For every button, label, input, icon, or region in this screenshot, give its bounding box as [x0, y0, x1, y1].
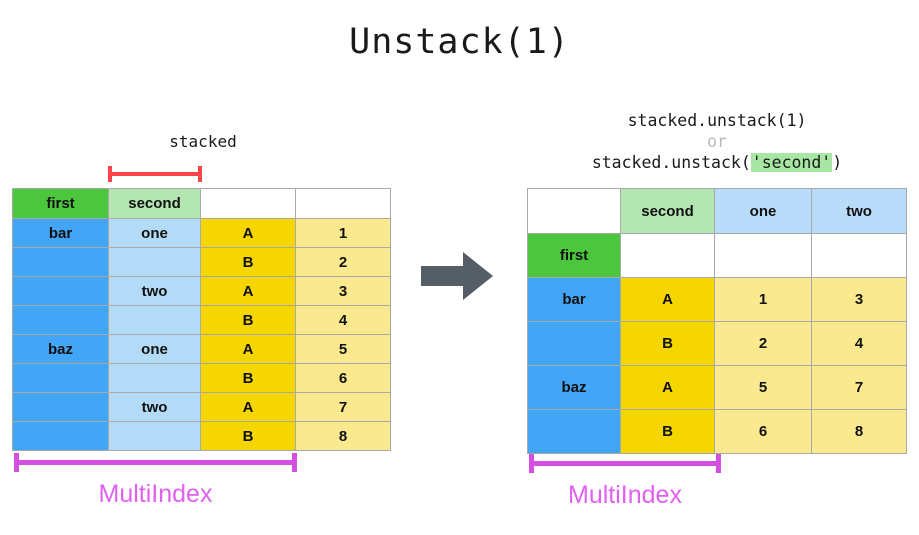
page-title: Unstack(1) [349, 22, 570, 62]
cell-first [527, 409, 621, 454]
second-column-bracket-cap-left [108, 166, 112, 182]
cell-second [108, 305, 201, 335]
table-row: two A 3 [12, 276, 391, 306]
cell-value: 5 [295, 334, 391, 364]
cell-second [108, 247, 201, 277]
cell-value: 1 [295, 218, 391, 248]
table-row: B 2 4 [527, 321, 907, 366]
cell-value-two: 8 [811, 409, 907, 454]
table-row: B 6 [12, 363, 391, 393]
header-second: second [620, 188, 715, 234]
cell-value-one: 1 [714, 277, 812, 322]
cell-letter: A [200, 334, 296, 364]
left-multiindex-bracket-cap-left [14, 453, 19, 472]
cell-second [108, 421, 201, 451]
left-multiindex-bracket-line [14, 460, 297, 465]
caption-unstack-name: stacked.unstack('second') [527, 152, 907, 173]
cell-second: one [108, 218, 201, 248]
cell-first [12, 276, 109, 306]
cell-letter: A [200, 218, 296, 248]
cell-letter: B [200, 247, 296, 277]
cell-value-one: 2 [714, 321, 812, 366]
left-table-caption: stacked [169, 132, 237, 151]
header-second: second [108, 188, 201, 219]
cell-value: 4 [295, 305, 391, 335]
cell-letter: B [200, 363, 296, 393]
cell-first [12, 247, 109, 277]
cell-value: 3 [295, 276, 391, 306]
cell-value: 7 [295, 392, 391, 422]
table-row: B 8 [12, 421, 391, 451]
cell-first [12, 363, 109, 393]
cell-first: baz [12, 334, 109, 364]
cell-second: two [108, 276, 201, 306]
header-blank-2 [295, 188, 391, 219]
cell-value: 2 [295, 247, 391, 277]
cell-letter: B [200, 421, 296, 451]
cell-first [12, 421, 109, 451]
cell-first: baz [527, 365, 621, 410]
cell-letter: B [620, 321, 715, 366]
header-col-one: one [714, 188, 812, 234]
unstacked-table: second one two first bar A 1 3 B 2 4 baz… [527, 188, 907, 454]
table-row: two A 7 [12, 392, 391, 422]
cell-letter: A [620, 277, 715, 322]
header-first: first [12, 188, 109, 219]
cell-value-one: 6 [714, 409, 812, 454]
cell-first: bar [527, 277, 621, 322]
cell-first [527, 321, 621, 366]
table-header-row-2: first [527, 233, 907, 278]
cell-second [108, 363, 201, 393]
table-row: baz one A 5 [12, 334, 391, 364]
caption-unstack-index: stacked.unstack(1) [627, 111, 807, 130]
caption-arg-second: 'second' [750, 153, 833, 172]
right-arrow-icon [421, 252, 493, 300]
header-blank-2 [620, 233, 715, 278]
table-row: B 4 [12, 305, 391, 335]
left-multiindex-label: MultiIndex [98, 480, 213, 508]
cell-value-two: 3 [811, 277, 907, 322]
cell-value-one: 5 [714, 365, 812, 410]
right-multiindex-bracket-line [529, 461, 721, 466]
cell-value: 6 [295, 363, 391, 393]
cell-letter: B [620, 409, 715, 454]
table-row: baz A 5 7 [527, 365, 907, 410]
second-column-highlight-bracket [110, 172, 200, 176]
right-multiindex-bracket-cap-left [529, 454, 534, 473]
cell-first [12, 305, 109, 335]
table-header-row-1: second one two [527, 188, 907, 234]
cell-value-two: 4 [811, 321, 907, 366]
cell-letter: A [200, 276, 296, 306]
cell-second: two [108, 392, 201, 422]
cell-first [12, 392, 109, 422]
cell-first: bar [12, 218, 109, 248]
right-table-caption: stacked.unstack(1) or stacked.unstack('s… [527, 110, 907, 173]
cell-value: 8 [295, 421, 391, 451]
stacked-table: first second bar one A 1 B 2 two A 3 B [12, 188, 391, 451]
second-column-bracket-cap-right [198, 166, 202, 182]
cell-letter: B [200, 305, 296, 335]
caption-or: or [707, 132, 727, 151]
table-row: B 2 [12, 247, 391, 277]
caption-suffix: ) [832, 153, 843, 172]
table-row: bar one A 1 [12, 218, 391, 248]
header-blank [527, 188, 621, 234]
header-first: first [527, 233, 621, 278]
right-multiindex-label: MultiIndex [568, 481, 682, 509]
left-multiindex-bracket-cap-right [292, 453, 297, 472]
cell-second: one [108, 334, 201, 364]
table-row: bar A 1 3 [527, 277, 907, 322]
cell-letter: A [620, 365, 715, 410]
header-blank-3 [714, 233, 812, 278]
cell-letter: A [200, 392, 296, 422]
table-header-row: first second [12, 188, 391, 219]
caption-prefix: stacked.unstack( [591, 153, 751, 172]
header-blank-4 [811, 233, 907, 278]
right-multiindex-bracket-cap-right [716, 454, 721, 473]
header-blank-1 [200, 188, 296, 219]
cell-value-two: 7 [811, 365, 907, 410]
table-row: B 6 8 [527, 409, 907, 454]
header-col-two: two [811, 188, 907, 234]
